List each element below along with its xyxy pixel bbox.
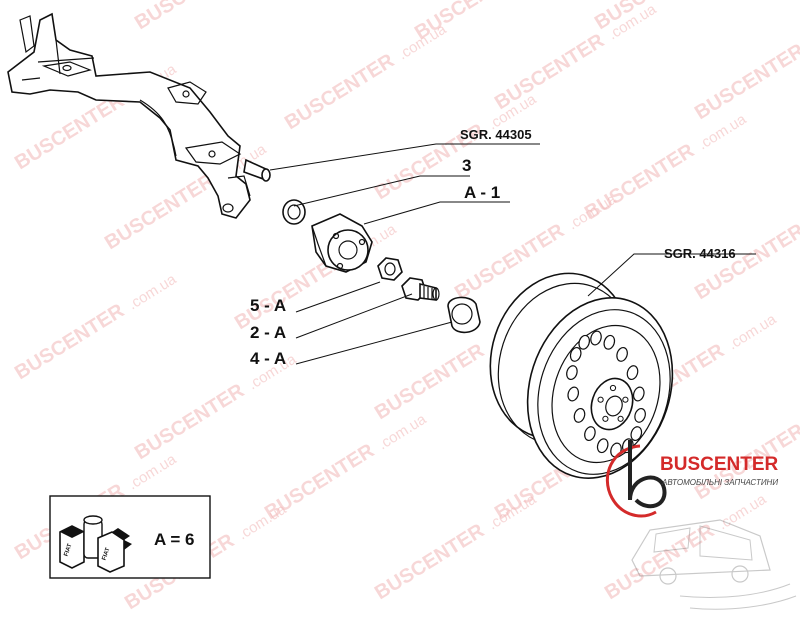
svg-text:BUSCENTER: BUSCENTER bbox=[491, 29, 609, 114]
svg-text:BUSCENTER: BUSCENTER bbox=[101, 169, 219, 254]
part-2a-bolt bbox=[401, 277, 440, 301]
watermark: BUSCENTER.com.ua bbox=[131, 0, 249, 34]
part-3-ring bbox=[282, 199, 306, 225]
watermark: BUSCENTER.com.ua bbox=[261, 410, 430, 524]
rim-vent-hole bbox=[603, 334, 616, 350]
svg-text:BUSCENTER: BUSCENTER bbox=[691, 39, 800, 124]
rim-vent-hole bbox=[567, 386, 580, 402]
svg-text:BUSCENTER: BUSCENTER bbox=[131, 379, 249, 464]
svg-text:.com.ua: .com.ua bbox=[715, 490, 770, 533]
part-5a-nut bbox=[377, 257, 403, 281]
van-sketch bbox=[631, 519, 797, 610]
rim-vent-hole bbox=[634, 407, 646, 423]
legend-box: FIAT FIAT A = 6 bbox=[49, 495, 211, 579]
rim-vent-hole bbox=[632, 386, 645, 402]
logo-tagline: АВТОМОБІЛЬНІ ЗАПЧАСТИНИ bbox=[661, 478, 778, 487]
svg-text:.com.ua: .com.ua bbox=[725, 310, 780, 353]
wheel-stud-hole bbox=[597, 396, 604, 403]
buscenter-logo: BUSCENTER АВТОМОБІЛЬНІ ЗАПЧАСТИНИ bbox=[605, 440, 797, 610]
rim-vent-hole bbox=[584, 426, 596, 442]
wheel-stud-hole bbox=[622, 396, 629, 403]
label-part-a1: A - 1 bbox=[464, 183, 500, 202]
svg-text:BUSCENTER: BUSCENTER bbox=[371, 519, 489, 604]
wheel-stud-hole bbox=[602, 415, 609, 422]
rim-vent-hole bbox=[573, 407, 586, 423]
svg-text:BUSCENTER: BUSCENTER bbox=[11, 89, 129, 174]
wheel-rim bbox=[489, 272, 674, 479]
label-sgr-44316: SGR. 44316 bbox=[664, 246, 736, 261]
leader-lines bbox=[269, 143, 756, 365]
watermark: BUSCENTER.com.ua bbox=[371, 90, 540, 204]
rim-vent-hole bbox=[566, 365, 578, 381]
watermark: BUSCENTER.com.ua bbox=[281, 20, 450, 134]
svg-text:.com.ua: .com.ua bbox=[125, 270, 180, 313]
svg-text:BUSCENTER: BUSCENTER bbox=[281, 49, 399, 134]
part-4a-cap bbox=[447, 296, 481, 334]
rim-vent-hole bbox=[626, 365, 639, 381]
parts-kit-icon: FIAT FIAT bbox=[59, 515, 132, 573]
watermark: BUSCENTER.com.ua bbox=[601, 490, 770, 604]
label-part-3: 3 bbox=[462, 156, 471, 175]
watermark: BUSCENTER.com.ua bbox=[371, 490, 540, 604]
rim-vent-hole bbox=[569, 346, 582, 362]
kit-box-word-right: FIAT bbox=[101, 547, 111, 561]
rim-holes bbox=[566, 330, 646, 458]
wheel-stud-hole bbox=[609, 384, 617, 392]
label-part-5a: 5 - A bbox=[250, 296, 286, 315]
watermark: BUSCENTER.com.ua bbox=[11, 270, 180, 384]
watermark: BUSCENTER.com.ua bbox=[691, 39, 800, 124]
svg-text:BUSCENTER: BUSCENTER bbox=[131, 0, 249, 34]
svg-text:BUSCENTER: BUSCENTER bbox=[371, 339, 489, 424]
label-part-2a: 2 - A bbox=[250, 323, 286, 342]
rim-vent-hole bbox=[590, 330, 602, 346]
watermark: BUSCENTER.com.ua bbox=[491, 0, 660, 114]
logo-name: BUSCENTER bbox=[660, 454, 779, 475]
legend-text: A = 6 bbox=[154, 530, 194, 549]
label-part-4a: 4 - A bbox=[250, 349, 286, 368]
wheel-stud-hole bbox=[617, 415, 624, 422]
rim-vent-hole bbox=[616, 346, 628, 362]
svg-text:BUSCENTER: BUSCENTER bbox=[601, 519, 719, 604]
rim-vent-hole bbox=[596, 438, 609, 454]
svg-text:BUSCENTER: BUSCENTER bbox=[11, 299, 129, 384]
rim-vent-hole bbox=[630, 426, 643, 442]
label-sgr-44305: SGR. 44305 bbox=[460, 127, 532, 142]
axle-frame bbox=[7, 12, 271, 219]
part-a1-hub bbox=[311, 213, 373, 273]
rim-vent-hole bbox=[578, 334, 591, 350]
stud-holes bbox=[597, 384, 629, 422]
kit-box-word-left: FIAT bbox=[63, 543, 73, 557]
svg-text:BUSCENTER: BUSCENTER bbox=[691, 219, 800, 304]
